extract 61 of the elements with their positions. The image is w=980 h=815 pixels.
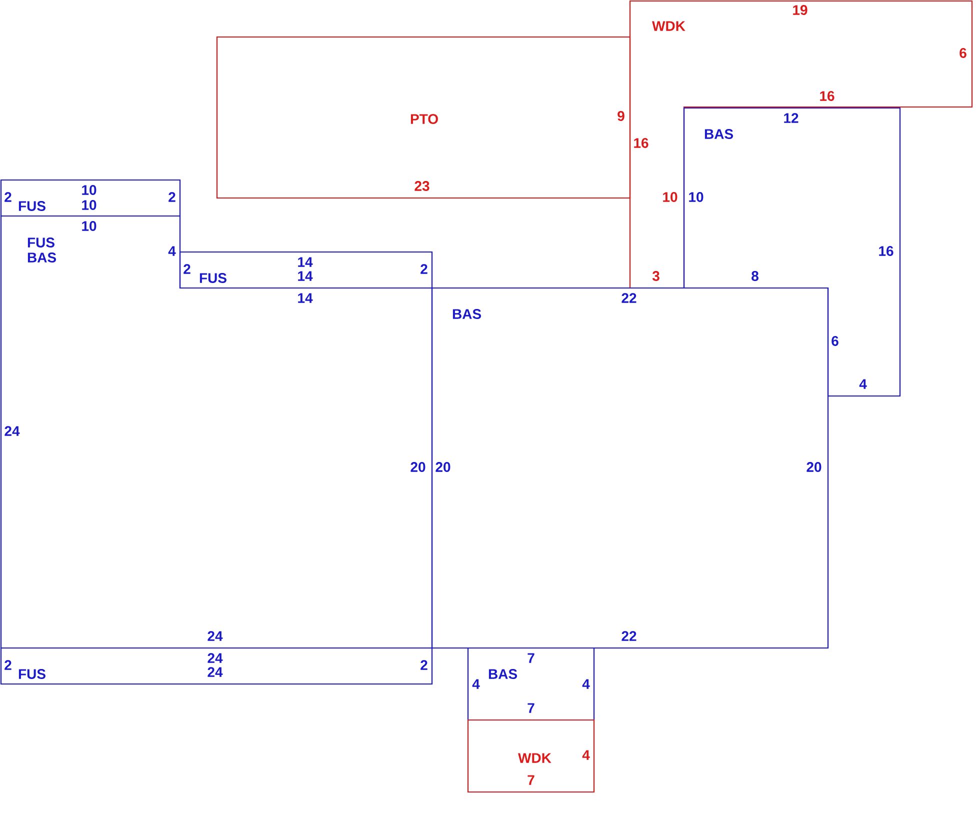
- room-outline: [683, 107, 901, 397]
- dimension-label: 10: [82, 185, 96, 195]
- dimension-label: 10: [82, 200, 96, 210]
- room-label: BAS: [452, 309, 482, 319]
- dimension-label: 4: [168, 246, 176, 256]
- dimension-label: 16: [879, 246, 894, 256]
- room-outline: [467, 719, 595, 793]
- dimension-label: 2: [420, 264, 428, 274]
- room-label: FUS: [18, 669, 46, 679]
- dimension-label: 24: [4, 426, 20, 436]
- dimension-label: 19: [793, 5, 808, 15]
- dimension-label: 24: [208, 667, 223, 677]
- dimension-label: 20: [436, 462, 450, 472]
- dimension-label: 22: [622, 631, 636, 641]
- room-outline: [179, 251, 433, 289]
- dimension-label: 12: [784, 113, 798, 123]
- dimension-label: 6: [960, 48, 966, 58]
- room-label: FUS: [200, 273, 226, 283]
- room-label: FUS: [18, 201, 46, 211]
- dimension-label: 22: [622, 293, 636, 303]
- room-label: WDK: [518, 753, 552, 763]
- dimension-label: 16: [634, 138, 648, 148]
- dimension-label: 2: [420, 660, 428, 670]
- dimension-label: 20: [410, 462, 426, 472]
- dimension-label: 2: [4, 660, 12, 670]
- dimension-label: 9: [618, 111, 624, 121]
- room-outline: [629, 0, 973, 289]
- dimension-label: 4: [472, 679, 480, 689]
- dimension-label: 10: [689, 192, 704, 202]
- dimension-label: 7: [528, 653, 534, 663]
- room-outline: [431, 287, 829, 649]
- dimension-label: 7: [528, 775, 534, 785]
- dimension-label: 16: [820, 91, 834, 101]
- dimension-label: 20: [806, 462, 822, 472]
- dimension-label: 4: [582, 750, 590, 760]
- dimension-label: 2: [168, 192, 176, 202]
- room-outline: [467, 647, 595, 721]
- dimension-label: 10: [82, 221, 96, 231]
- dimension-label: 14: [298, 293, 313, 303]
- room-label: PTO: [410, 114, 438, 124]
- dimension-label: 2: [4, 192, 12, 202]
- room-label: FUS BAS: [28, 238, 56, 262]
- dimension-label: 24: [208, 631, 223, 641]
- dimension-label: 7: [528, 703, 534, 713]
- dimension-label: 8: [752, 271, 758, 281]
- dimension-label: 10: [663, 192, 678, 202]
- dimension-label: 14: [298, 257, 313, 267]
- room-outline: [0, 647, 433, 685]
- dimension-label: 4: [859, 379, 867, 389]
- dimension-label: 4: [582, 679, 590, 689]
- room-label: BAS: [488, 669, 518, 679]
- dimension-label: 3: [652, 271, 660, 281]
- room-label: WDK: [652, 21, 686, 31]
- dimension-label: 23: [414, 181, 430, 191]
- room-outline: [216, 36, 631, 199]
- dimension-label: 6: [832, 336, 838, 346]
- dimension-label: 24: [208, 653, 223, 663]
- room-outline: [0, 179, 181, 217]
- room-label: BAS: [704, 129, 734, 139]
- dimension-label: 2: [184, 264, 190, 274]
- dimension-label: 14: [298, 271, 313, 281]
